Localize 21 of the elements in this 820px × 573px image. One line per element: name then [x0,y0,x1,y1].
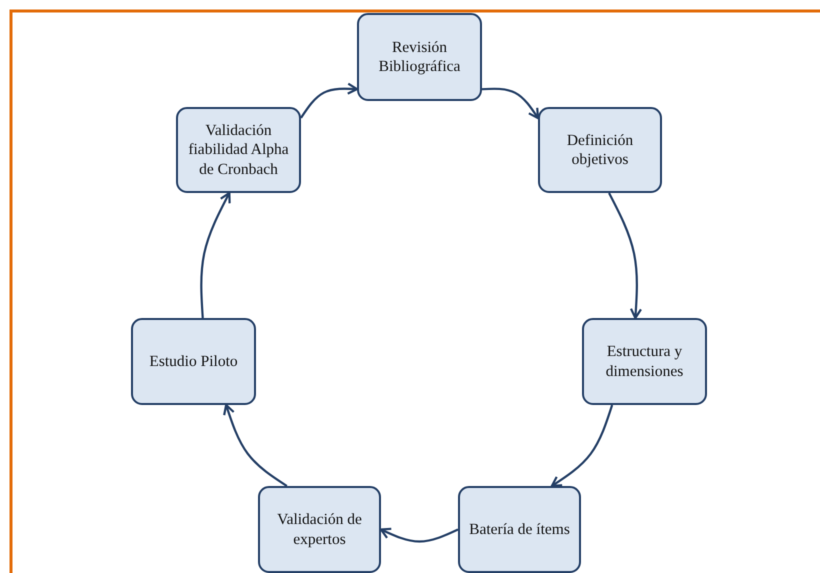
step-label: Estructura y dimensiones [604,342,684,381]
arrow [200,192,231,318]
arrow [300,82,358,118]
step-label: Validación fiabilidad Alpha de Cronbach [187,120,290,180]
process-box [258,486,381,573]
step-label: Batería de ítems [469,520,570,540]
step-label: Validación de expertos [276,510,363,549]
arrow [608,192,642,320]
process-box [582,318,707,405]
arrow [550,404,614,488]
arrow [482,88,540,120]
process-box [357,13,482,101]
step-label: Revisión Bibliográfica [378,38,462,76]
process-box [131,318,256,405]
process-box [538,107,662,193]
process-box [458,486,581,573]
step-label: Definición objetivos [566,130,634,170]
process-box [176,107,301,193]
arrow [223,404,288,487]
arrow [380,528,458,543]
step-label: Estudio Piloto [149,352,238,372]
